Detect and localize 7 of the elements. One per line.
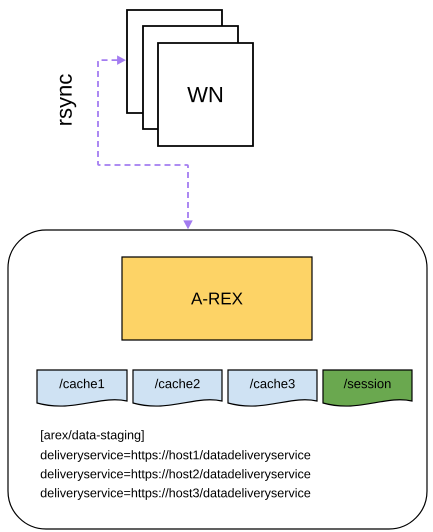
config-text: deliveryservice=https://host1/datadeliveryservice: [40, 450, 310, 462]
config-text: deliveryservice=https://host3/datadeliveryservice: [40, 488, 310, 500]
stacked-boxes: WN: [126, 9, 254, 147]
config-text: [arex/data-staging]: [41, 430, 144, 442]
edge-label: rsync: [60, 74, 76, 125]
config-text: deliveryservice=https://host2/datadeliveryservice: [40, 469, 310, 481]
process-box: A-REX: [121, 256, 313, 341]
